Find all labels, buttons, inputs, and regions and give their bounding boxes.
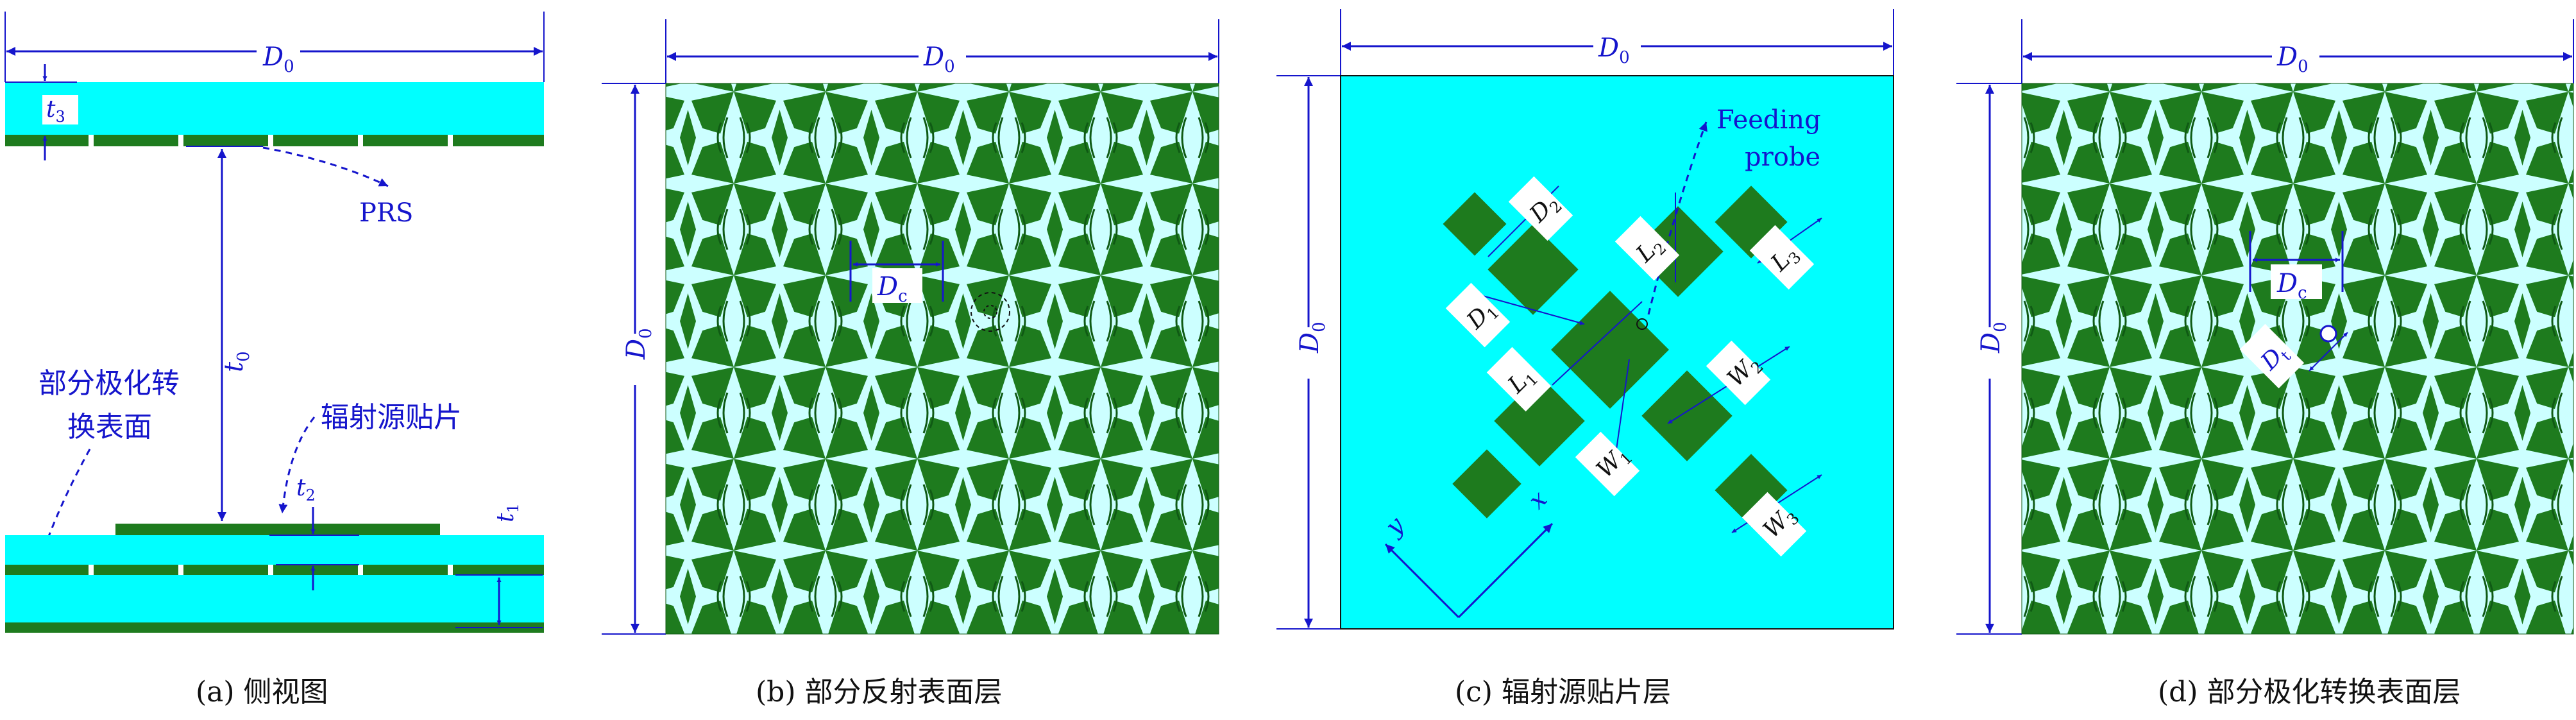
panel-d-pcs-layer: D0 D0 Dc Dt (1956, 19, 2574, 635)
c-probe-label-line2: probe (1745, 142, 1820, 172)
a-bottom-substrate (5, 575, 544, 622)
b-dim-d0-top: D0 (923, 42, 955, 76)
c-patch (1487, 224, 1579, 315)
panel-c-radiator-layer: D0 D0 Feeding probe D2 (1276, 9, 1894, 630)
caption-a: (a) 侧视图 (196, 676, 328, 708)
c-dim-d1: D1 (1445, 282, 1585, 348)
c-dim-d0-left: D0 (1295, 321, 1329, 354)
a-pcs-patches (5, 565, 544, 575)
caption-c: (c) 辐射源贴片层 (1455, 676, 1671, 708)
a-dim-d0: D0 (262, 42, 294, 76)
d-dim-d0-top: D0 (2276, 42, 2309, 76)
d-dim-dc: Dc (2276, 269, 2307, 303)
a-upper-lower-substrate (5, 535, 544, 565)
c-dim-l1: L1 (1486, 301, 1643, 412)
c-dim-d2: D2 (1487, 176, 1573, 257)
a-dim-t1: t1 (493, 503, 522, 522)
c-probe-label-line1: Feeding (1716, 105, 1821, 135)
b-feed-position-marker (970, 292, 1010, 332)
a-pcs-label-line2: 换表面 (67, 411, 152, 443)
a-prs-label: PRS (359, 198, 413, 228)
c-dim-w3: W3 (1731, 474, 1822, 557)
a-radiator-label: 辐射源贴片 (321, 401, 462, 434)
b-prs-surface (665, 83, 1219, 635)
c-dim-d0-top: D0 (1598, 33, 1630, 67)
a-prs-substrate (5, 82, 544, 135)
c-dim-l2: L2 (1614, 193, 1680, 282)
caption-b: (b) 部分反射表面层 (756, 676, 1002, 708)
d-feed-hole (2319, 325, 2337, 343)
a-dim-t3: t3 (46, 96, 65, 126)
c-dim-w1: W1 (1575, 359, 1640, 497)
a-dim-t2: t2 (296, 475, 316, 504)
a-dim-t0: t0 (219, 351, 253, 372)
b-dim-dc: Dc (877, 272, 908, 306)
panel-a-side-view: D0 t3 PRS t0 部分极化转 换表面 辐射源贴片 (4, 12, 545, 708)
a-ground-plane (5, 622, 544, 633)
c-feeding-probe-point (1636, 318, 1648, 330)
d-dim-d0-left: D0 (1976, 321, 2010, 354)
a-pcs-label-line1: 部分极化转 (38, 367, 180, 400)
b-dim-d0-left: D0 (622, 328, 656, 360)
a-prs-patches (5, 135, 544, 146)
caption-d: (d) 部分极化转换表面层 (2158, 676, 2461, 708)
panel-b-prs-layer: D0 D0 Dc (602, 19, 1219, 635)
a-radiator-patch (115, 524, 440, 535)
